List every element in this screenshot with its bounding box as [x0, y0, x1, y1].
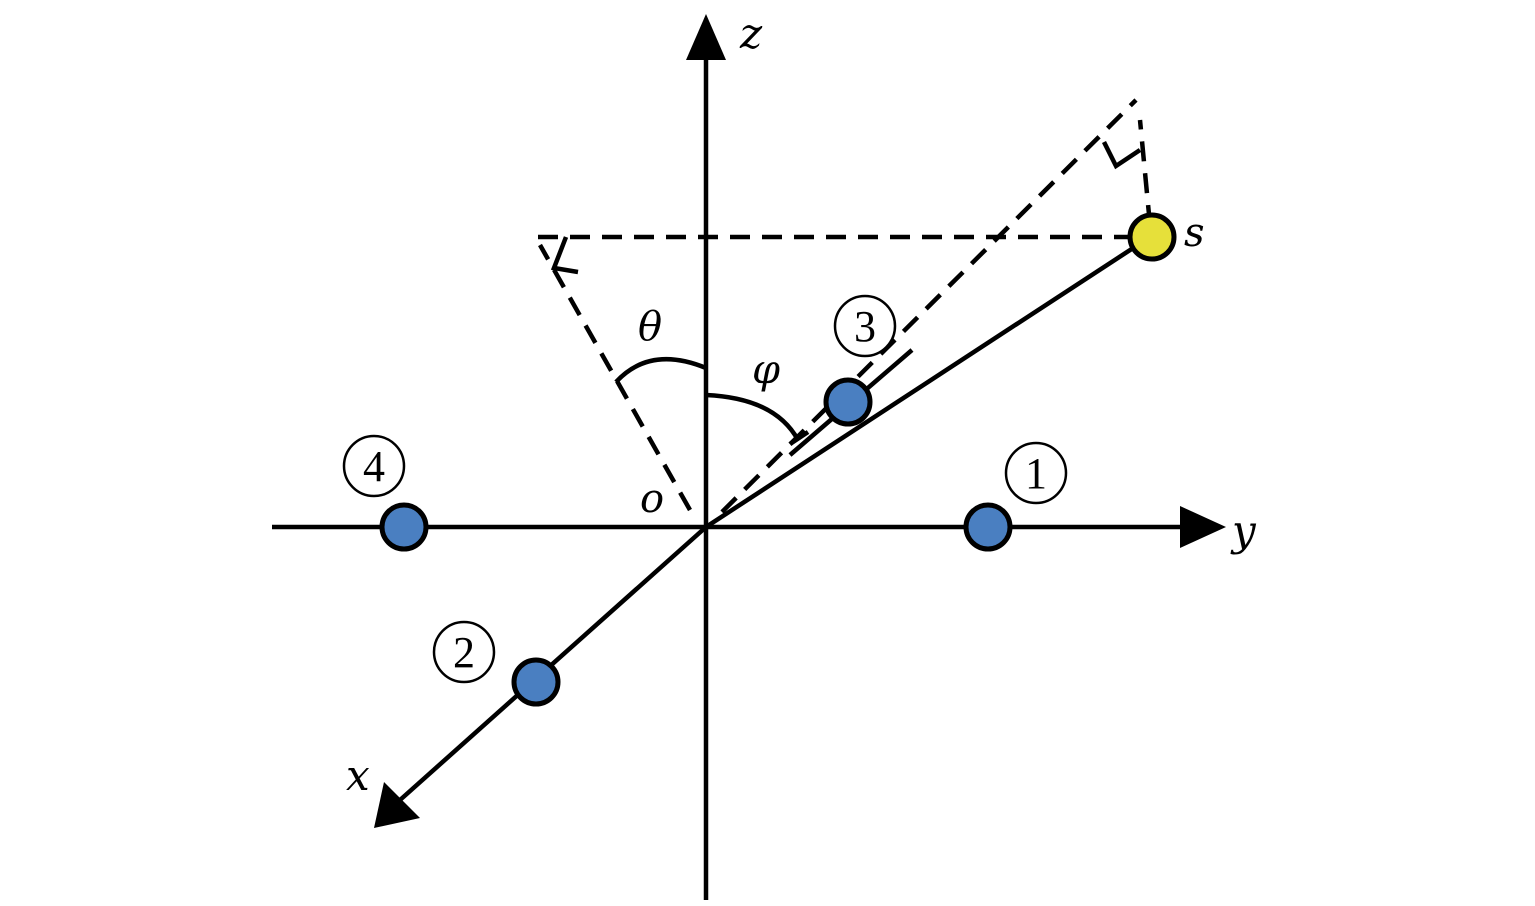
- theta-label: θ: [638, 304, 662, 350]
- x-axis-line: [398, 525, 708, 802]
- sensor-number-circle: [342, 434, 406, 498]
- source-label: s: [1184, 210, 1205, 256]
- sensor-dot-1: [963, 502, 1013, 552]
- sensor-number-1: 1: [1004, 441, 1068, 505]
- sensor-number-text: 1: [1025, 449, 1047, 498]
- right-angle-marker-left: [550, 236, 579, 275]
- x-axis-arrow: [374, 782, 420, 828]
- z-axis-label: z: [739, 9, 763, 58]
- source-dot: [1127, 212, 1177, 262]
- sensor-dot-3: [823, 377, 873, 427]
- sensor-number-3: 3: [833, 294, 897, 358]
- sensor-number-circle: [1004, 441, 1068, 505]
- sensor-number-2: 2: [432, 620, 496, 684]
- sensor-number-circle: [833, 294, 897, 358]
- x-axis-label: x: [346, 751, 370, 800]
- source-drop-dash: [1137, 119, 1153, 226]
- sensor-number-4: 4: [342, 434, 406, 498]
- right-angle-marker-top: [1101, 140, 1142, 170]
- y-axis-arrow: [1180, 506, 1226, 548]
- origin-source-line: [704, 235, 1152, 529]
- phi-arc: [705, 392, 800, 442]
- phi-label: φ: [752, 347, 780, 393]
- sensor-number-circle: [432, 620, 496, 684]
- azimuth-projection-dash: [720, 98, 1138, 514]
- sensor-number-text: 4: [363, 442, 385, 491]
- z-axis-arrow: [686, 14, 726, 60]
- theta-arc: [614, 356, 707, 384]
- theta-plane-dash: [538, 243, 692, 512]
- sensor-dot-4: [379, 502, 429, 552]
- y-axis-label: y: [1230, 506, 1257, 555]
- sensor-number-text: 3: [854, 302, 876, 351]
- sensor-number-text: 2: [453, 628, 475, 677]
- origin-label: o: [640, 476, 664, 522]
- phi-arc-tick: [788, 430, 810, 446]
- sensor-dot-2: [511, 657, 561, 707]
